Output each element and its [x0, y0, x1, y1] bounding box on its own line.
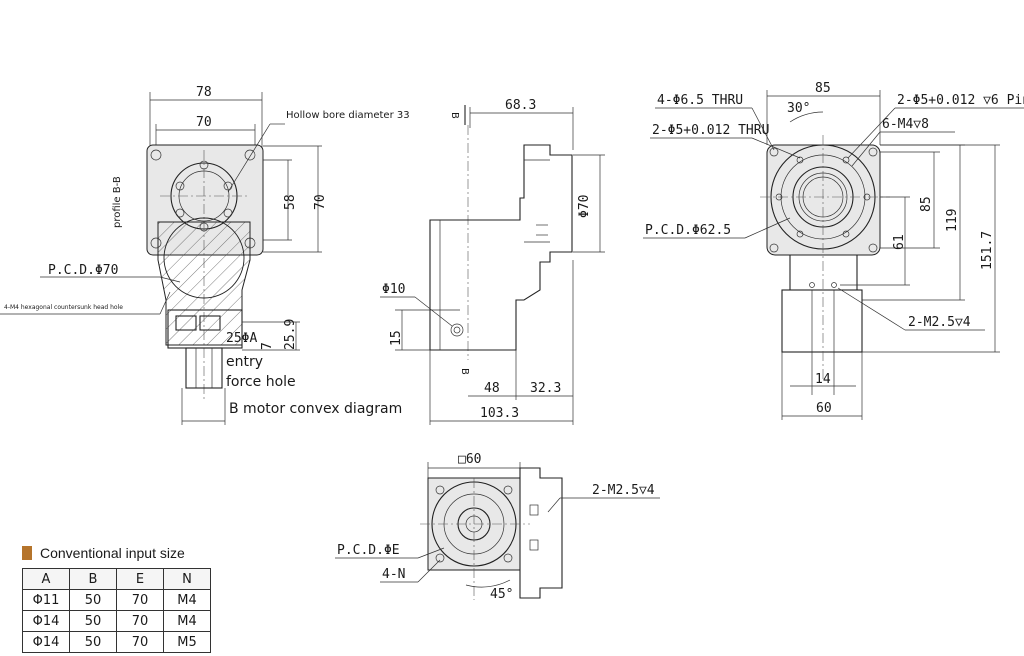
dim-70-side: 70 [313, 194, 328, 210]
tap-m4-label: 6-M4▽8 [882, 117, 929, 132]
angle-45: 45° [490, 587, 513, 602]
pcd-70-label: P.C.D.Φ70 [48, 263, 118, 278]
header-b: B [69, 568, 117, 590]
table-row: Φ14 50 70 M5 [22, 631, 211, 653]
table-cell: 50 [69, 631, 117, 653]
table-row: Φ11 50 70 M4 [22, 589, 211, 611]
table-cell: Φ14 [22, 610, 70, 632]
input-size-table: A B E N Φ11 50 70 M4 Φ14 50 70 M4 Φ14 50… [22, 568, 211, 653]
hollow-bore-label: Hollow bore diameter 33 [286, 110, 410, 121]
table-cell: M4 [163, 610, 211, 632]
front-view: 78 70 [0, 85, 410, 425]
right-view: 85 4-Φ6.5 THRU 2-Φ5+0.012 THRU [643, 81, 1024, 420]
pcd-62-5-label: P.C.D.Φ62.5 [645, 223, 731, 238]
side-view: 68.3 B Φ70 Φ10 15 B 48 32.3 [380, 98, 605, 425]
dim-151-7: 151.7 [980, 231, 995, 270]
tap-m2-5-bottom-label: 2-M2.5▽4 [592, 483, 655, 498]
dim-phi10: Φ10 [382, 282, 405, 297]
pcd-e-label: P.C.D.ΦE [337, 543, 400, 558]
table-cell: 70 [116, 631, 164, 653]
dim-85-top: 85 [815, 81, 831, 96]
dim-85-v: 85 [919, 196, 934, 212]
pin-thru-label: 2-Φ5+0.012 THRU [652, 123, 769, 138]
table-cell: 70 [116, 589, 164, 611]
table-cell: M4 [163, 589, 211, 611]
dim-7: 7 [260, 342, 275, 350]
entry-label: entry [226, 354, 263, 370]
table-row: Φ14 50 70 M4 [22, 610, 211, 632]
dim-60: 60 [816, 401, 832, 416]
section-mark-bottom: B [459, 368, 470, 375]
dim-phi70: Φ70 [577, 195, 592, 218]
table-header-row: A B E N [22, 568, 211, 590]
dim-78: 78 [196, 85, 212, 100]
dim-sq60: □60 [458, 452, 481, 467]
legend-title: Conventional input size [40, 545, 185, 561]
legend-swatch [22, 546, 32, 560]
force-hole-label: force hole [226, 374, 296, 390]
pin-hole-label: 2-Φ5+0.012 ▽6 Pin [897, 93, 1024, 108]
dim-15: 15 [389, 330, 404, 346]
angle-30: 30° [787, 101, 810, 116]
table-cell: M5 [163, 631, 211, 653]
dim-61: 61 [892, 234, 907, 250]
table-cell: Φ14 [22, 631, 70, 653]
table-cell: 70 [116, 610, 164, 632]
table-cell: Φ11 [22, 589, 70, 611]
section-label: profile B-B [112, 176, 123, 228]
dim-14: 14 [815, 372, 831, 387]
dim-48: 48 [484, 381, 500, 396]
holes-n-label: 4-N [382, 567, 405, 582]
dim-25-9: 25.9 [283, 319, 298, 350]
dim-58: 58 [283, 194, 298, 210]
hole-thru-label: 4-Φ6.5 THRU [657, 93, 743, 108]
header-e: E [116, 568, 164, 590]
table-cell: 50 [69, 589, 117, 611]
section-mark-top: B [449, 112, 460, 119]
dim-103-3: 103.3 [480, 406, 519, 421]
dim-25-phiA: 25ΦA [226, 331, 257, 346]
header-n: N [163, 568, 211, 590]
legend: Conventional input size [22, 545, 185, 561]
convex-diagram-label: B motor convex diagram [229, 401, 402, 417]
dim-32-3: 32.3 [530, 381, 561, 396]
header-a: A [22, 568, 70, 590]
countersunk-label: 4-M4 hexagonal countersunk head hole [4, 304, 123, 311]
table-cell: 50 [69, 610, 117, 632]
dim-70-top: 70 [196, 115, 212, 130]
bottom-view: □60 2-M2.5▽4 P.C.D.ΦE 4-N 45° [335, 452, 660, 602]
dim-119: 119 [945, 209, 960, 232]
dim-68-3: 68.3 [505, 98, 536, 113]
tap-m2-5-label: 2-M2.5▽4 [908, 315, 971, 330]
